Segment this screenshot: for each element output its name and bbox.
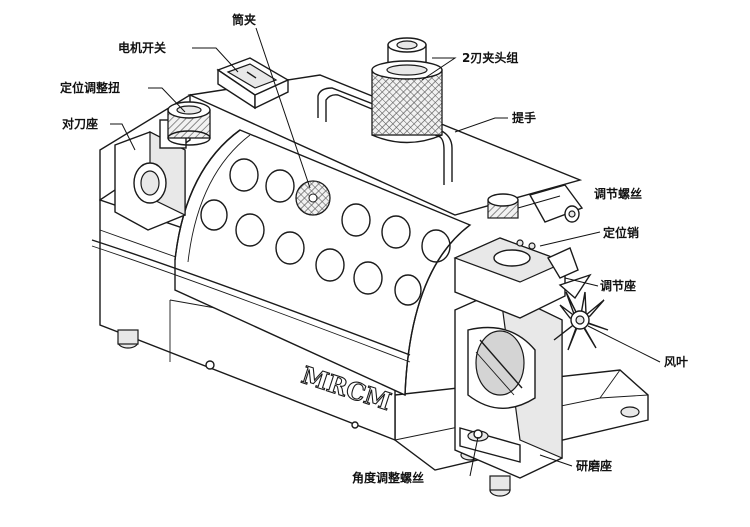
label-positioning-knob: 定位调整扭 bbox=[60, 80, 120, 95]
positioning-knob bbox=[167, 101, 211, 146]
label-collet-chuck-group: 2刃夹头组 bbox=[462, 50, 518, 65]
label-tool-seat: 对刀座 bbox=[62, 116, 98, 131]
leader-lines bbox=[110, 27, 661, 477]
label-adjust-screw: 调节螺丝 bbox=[594, 186, 642, 201]
label-adjust-seat: 调节座 bbox=[600, 278, 636, 293]
collet-chuck-group bbox=[371, 37, 443, 144]
grinding-seat bbox=[454, 288, 563, 479]
label-fan-blade: 风叶 bbox=[664, 354, 688, 369]
label-handle: 提手 bbox=[512, 110, 536, 125]
label-grinding-seat: 研磨座 bbox=[576, 458, 612, 473]
label-motor-switch: 电机开关 bbox=[118, 40, 166, 55]
callout-labels: 电机开关 筒夹 2刃夹头组 定位调整扭 对刀座 提手 调节螺丝 定位销 调节座 … bbox=[60, 12, 688, 485]
label-collet: 筒夹 bbox=[232, 12, 256, 27]
cover-vent-holes bbox=[200, 158, 451, 306]
tool-seat bbox=[114, 119, 187, 231]
label-angle-screw: 角度调整螺丝 bbox=[352, 470, 424, 485]
fan-blade bbox=[546, 247, 609, 351]
motor-switch bbox=[216, 57, 290, 110]
collet-part bbox=[295, 180, 331, 216]
adjust-seat bbox=[453, 237, 567, 319]
label-positioning-pin: 定位销 bbox=[603, 225, 639, 240]
adjust-screw bbox=[487, 184, 584, 223]
